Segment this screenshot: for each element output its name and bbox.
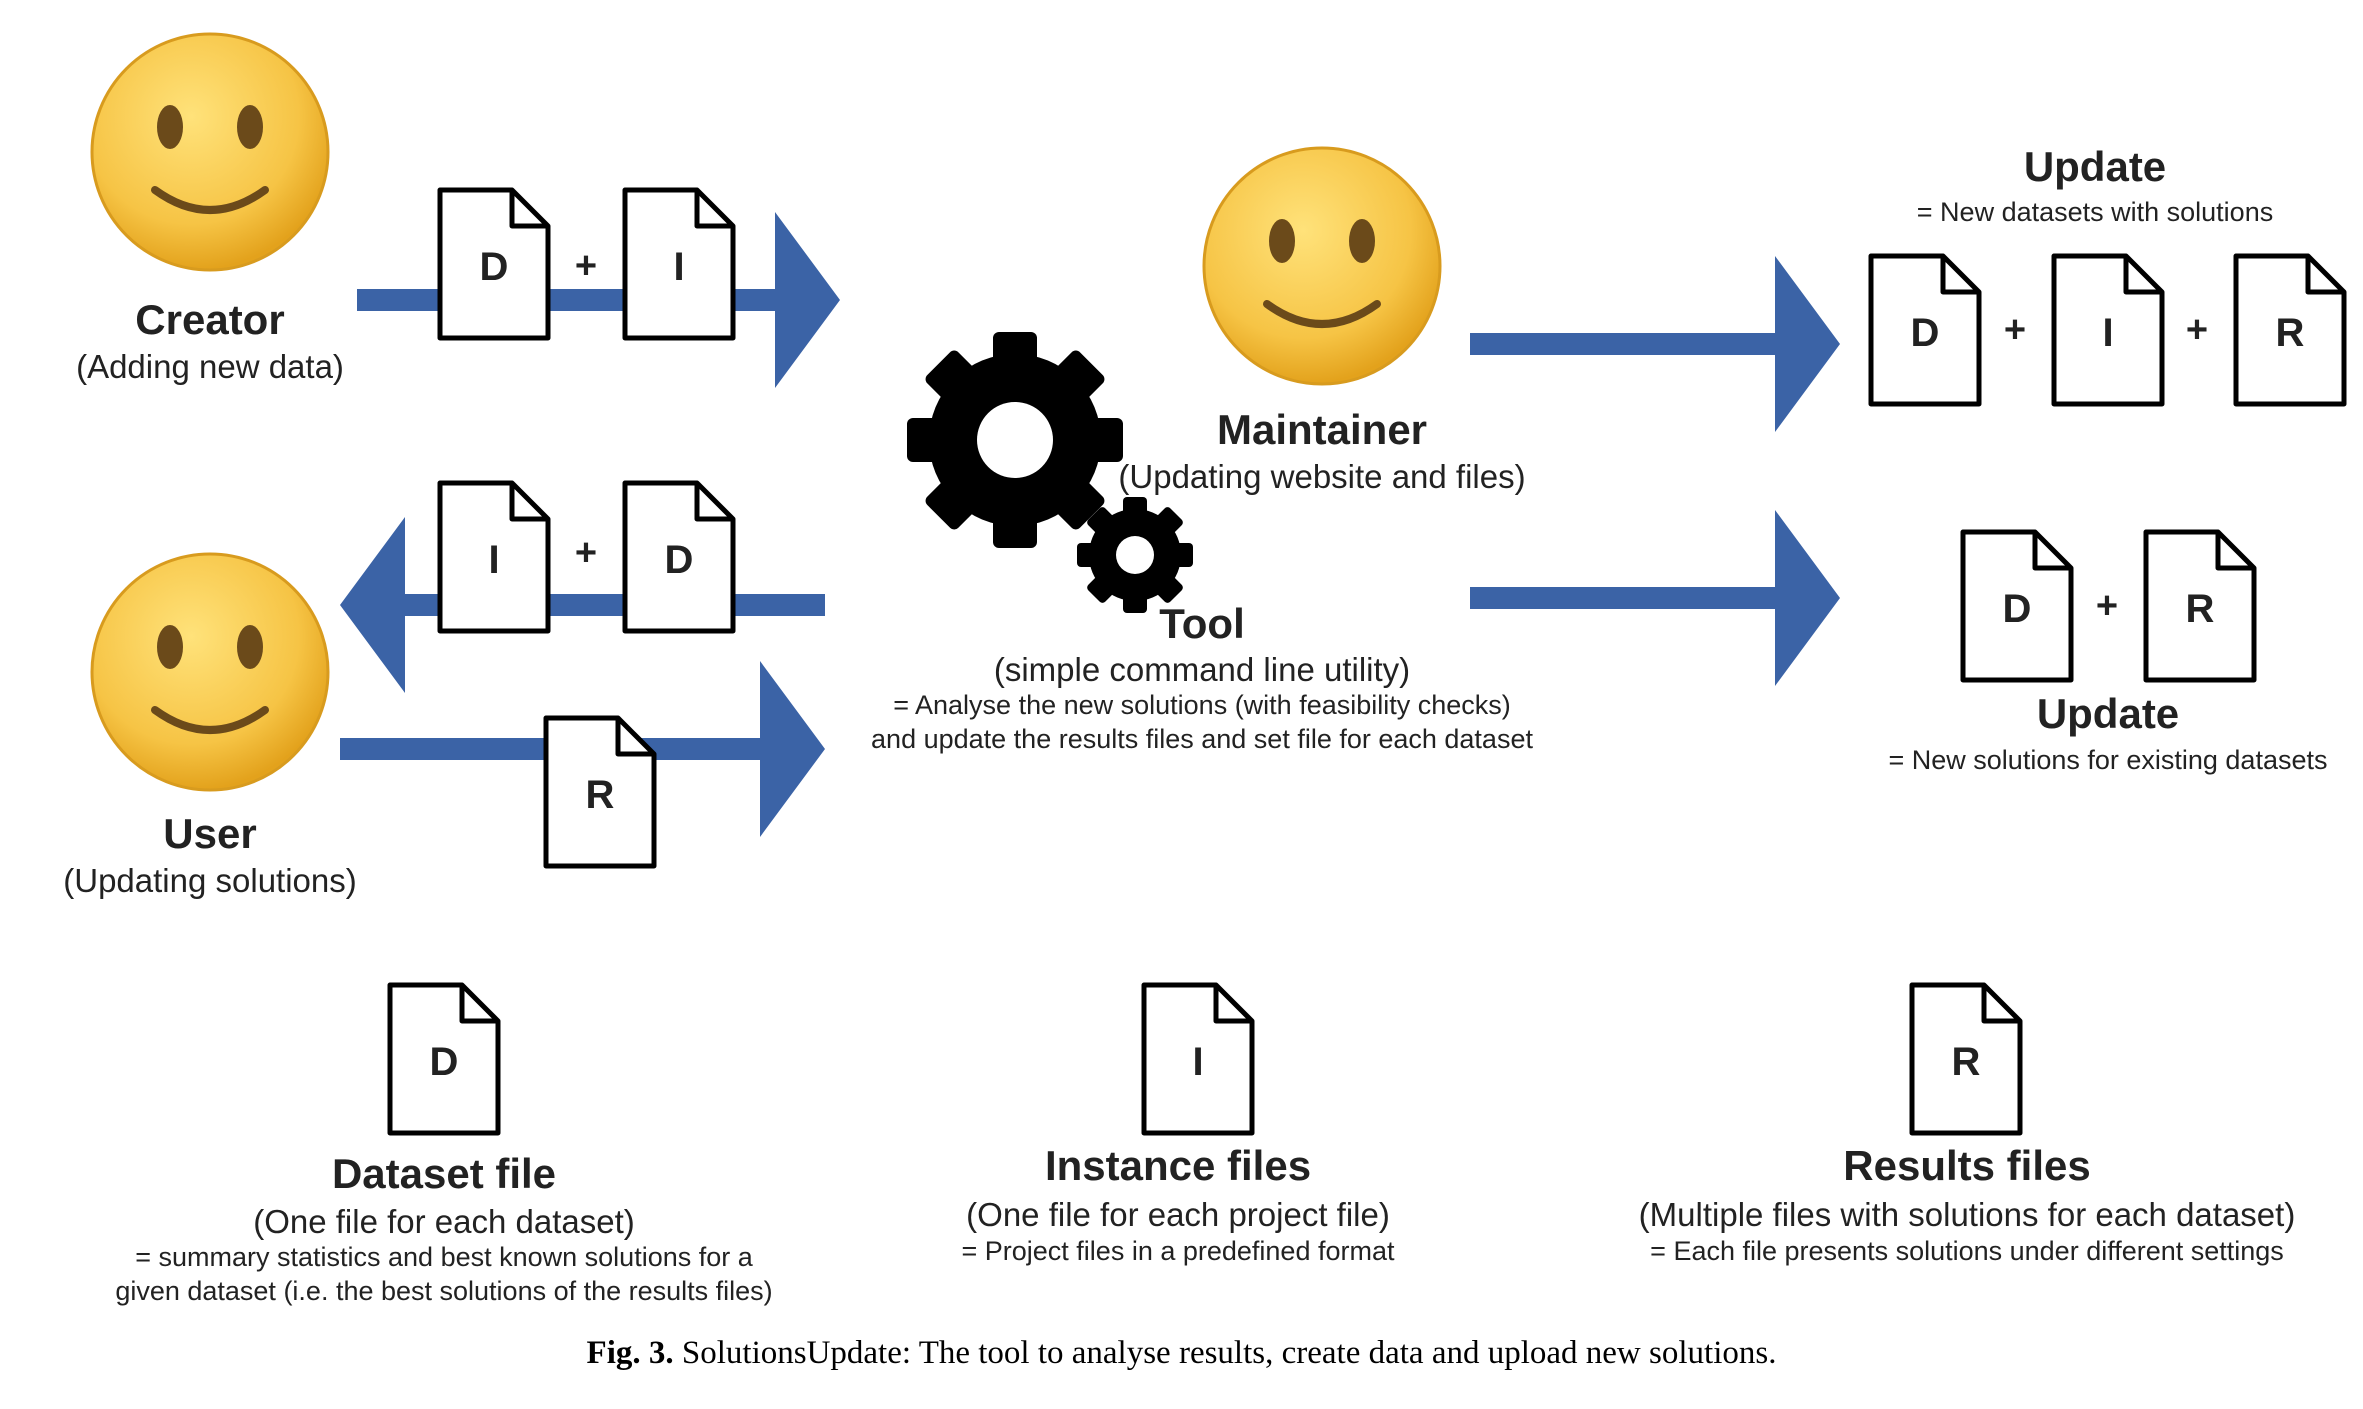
svg-text:R: R — [2186, 587, 2215, 631]
legend-results-doc-icon: R — [1912, 985, 2020, 1133]
svg-text:R: R — [586, 773, 615, 817]
update-top-results-doc-icon: R — [2236, 256, 2344, 404]
legend-instance-title: Instance files — [1044, 1142, 1312, 1189]
update-top-instance-doc-icon: I — [2054, 256, 2162, 404]
figure-caption-text: SolutionsUpdate: The tool to analyse res… — [681, 1335, 1777, 1371]
plus-sign: + — [2096, 585, 2118, 627]
legend-dataset-title: Dataset file — [331, 1150, 557, 1197]
svg-text:R: R — [2276, 311, 2305, 355]
update-bottom-title: Update — [2036, 690, 2180, 737]
legend-dataset-description-line-2: given dataset (i.e. the best solutions o… — [115, 1276, 773, 1306]
svg-text:I: I — [673, 245, 684, 289]
legend-instance-subtitle: (One file for each project file) — [966, 1196, 1390, 1233]
tool-title: Tool — [1159, 600, 1245, 647]
legend-dataset-description-line-1: = summary statistics and best known solu… — [135, 1242, 753, 1272]
legend-results-subtitle: (Multiple files with solutions for each … — [1638, 1196, 2296, 1233]
maintainer-smiley-icon — [1204, 148, 1440, 384]
update-top-dataset-doc-icon: D — [1871, 256, 1979, 404]
svg-text:I: I — [1192, 1040, 1203, 1084]
tool-description-line-2: and update the results files and set fil… — [871, 724, 1533, 754]
creator-dataset-doc-icon: D — [440, 190, 548, 338]
svg-text:I: I — [2102, 311, 2113, 355]
legend-dataset-subtitle: (One file for each dataset) — [253, 1203, 635, 1240]
tool-to-update-arrow — [1470, 510, 1840, 686]
gear-large-icon — [907, 332, 1123, 548]
svg-text:D: D — [480, 245, 509, 289]
legend-results-title: Results files — [1843, 1142, 2091, 1189]
update-top-description: = New datasets with solutions — [1916, 197, 2274, 227]
tool-to-user-arrow — [340, 517, 825, 693]
legend-dataset-doc-icon: D — [390, 985, 498, 1133]
plus-sign: + — [2004, 309, 2026, 351]
tool-description-line-1: = Analyse the new solutions (with feasib… — [893, 690, 1511, 720]
update-top-title: Update — [2023, 143, 2167, 190]
tool-subtitle: (simple command line utility) — [993, 651, 1411, 688]
user-title: User — [163, 810, 257, 857]
svg-text:D: D — [430, 1040, 459, 1084]
creator-subtitle: (Adding new data) — [76, 348, 344, 385]
user-results-doc-icon: R — [546, 718, 654, 866]
legend-instance-description: = Project files in a predefined format — [961, 1236, 1395, 1266]
maintainer-to-update-arrow — [1470, 256, 1840, 432]
svg-text:I: I — [488, 538, 499, 582]
creator-title: Creator — [135, 296, 285, 343]
update-bottom-results-doc-icon: R — [2146, 532, 2254, 680]
user-smiley-icon — [92, 554, 328, 790]
maintainer-title: Maintainer — [1216, 406, 1428, 453]
plus-sign: + — [2186, 309, 2208, 351]
svg-text:D: D — [665, 538, 694, 582]
svg-text:D: D — [1911, 311, 1940, 355]
creator-instance-doc-icon: I — [625, 190, 733, 338]
legend-results-description: = Each file presents solutions under dif… — [1650, 1236, 2284, 1266]
update-bottom-dataset-doc-icon: D — [1963, 532, 2071, 680]
plus-sign: + — [575, 532, 597, 574]
plus-sign: + — [575, 245, 597, 287]
creator-smiley-icon — [92, 34, 328, 270]
user-dataset-doc-icon: D — [625, 483, 733, 631]
user-subtitle: (Updating solutions) — [63, 862, 357, 899]
creator-to-tool-arrow — [357, 212, 840, 388]
legend-instance-doc-icon: I — [1144, 985, 1252, 1133]
figure-caption: Fig. 3. SolutionsUpdate: The tool to ana… — [0, 1335, 2363, 1372]
svg-text:R: R — [1952, 1040, 1981, 1084]
user-instance-doc-icon: I — [440, 483, 548, 631]
maintainer-subtitle: (Updating website and files) — [1118, 458, 1526, 495]
gear-small-icon — [1077, 497, 1193, 613]
figure-caption-label: Fig. 3. — [586, 1335, 674, 1371]
update-bottom-description: = New solutions for existing datasets — [1888, 745, 2328, 775]
svg-text:D: D — [2003, 587, 2032, 631]
